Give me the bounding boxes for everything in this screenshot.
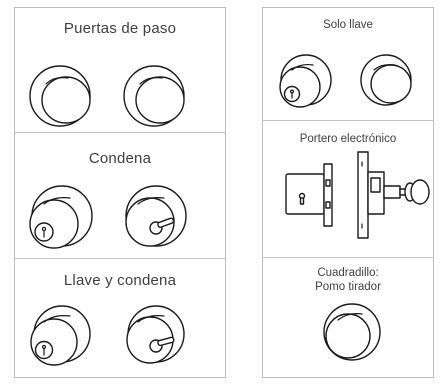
knob-key-icon xyxy=(30,305,91,366)
knob-icon xyxy=(323,303,381,361)
section-title-solo-llave: Solo llave xyxy=(323,19,373,31)
divider xyxy=(15,258,225,259)
section-title-portero-electronico: Portero electrónico xyxy=(299,133,397,145)
electric-lock-icon xyxy=(285,163,333,227)
knob-turn-icon xyxy=(126,305,185,364)
section-title-cuadradillo: Cuadradillo: xyxy=(317,267,379,279)
knob-key-icon xyxy=(279,54,332,108)
divider xyxy=(263,120,433,121)
section-title-pomo-tirador: Pomo tirador xyxy=(315,281,381,293)
knob-icon xyxy=(123,65,185,127)
door-latch-icon xyxy=(357,151,430,239)
knob-turn-icon xyxy=(125,185,187,247)
divider xyxy=(263,257,433,258)
knob-icon xyxy=(360,54,412,106)
section-title-puertas-de-paso: Puertas de paso xyxy=(63,20,177,37)
section-title-condena: Condena xyxy=(88,150,152,167)
knob-key-icon xyxy=(29,185,93,249)
section-title-llave-y-condena: Llave y condena xyxy=(63,272,177,289)
divider xyxy=(15,132,225,133)
knob-icon xyxy=(29,65,91,127)
